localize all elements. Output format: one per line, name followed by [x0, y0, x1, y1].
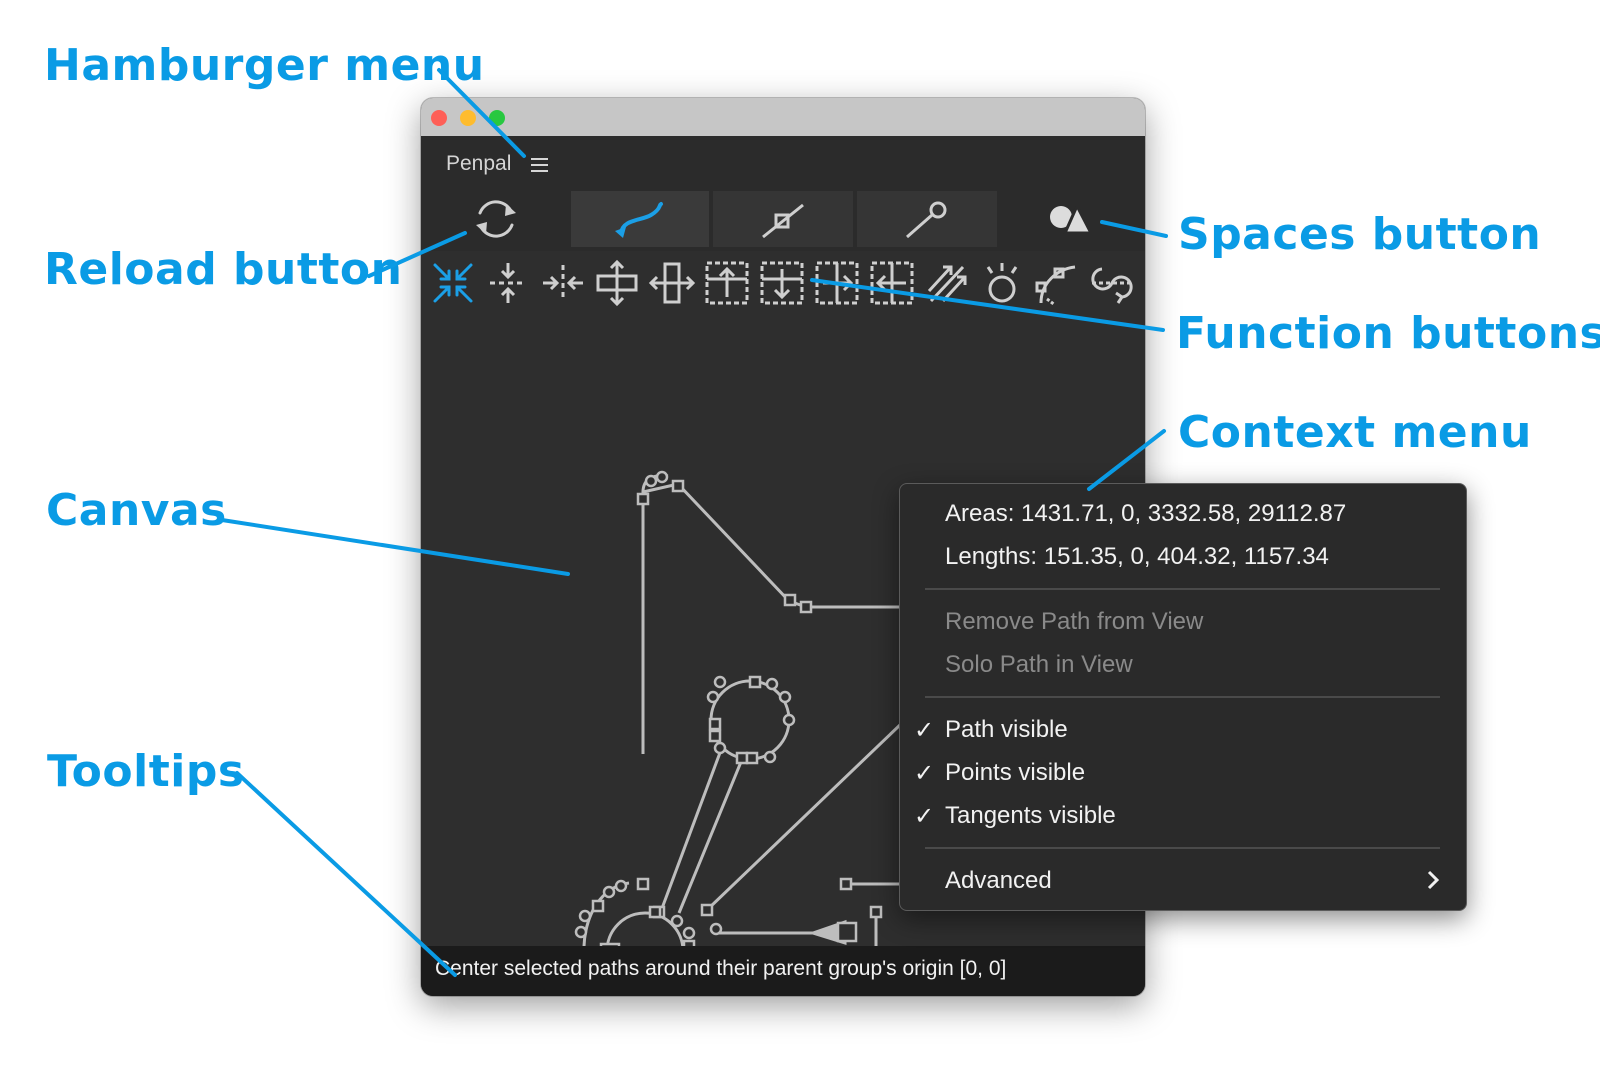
tab-pin[interactable]: [857, 191, 997, 247]
callout-function-buttons: Function buttons: [1176, 308, 1600, 359]
close-window-button[interactable]: [431, 110, 447, 126]
tab-row: [421, 191, 1145, 251]
align-left-icon[interactable]: [868, 259, 916, 307]
remove-path-item[interactable]: Remove Path from View: [945, 608, 1204, 635]
tangent-icon: [762, 203, 804, 239]
callout-hamburger-menu: Hamburger menu: [44, 40, 485, 91]
callout-canvas: Canvas: [46, 485, 227, 536]
zoom-window-button[interactable]: [489, 110, 505, 126]
areas-readout: Areas: 1431.71, 0, 3332.58, 29112.87: [945, 500, 1347, 527]
tab-tangent[interactable]: [713, 191, 853, 247]
center-compress-icon[interactable]: [429, 259, 477, 307]
align-right-icon[interactable]: [813, 259, 861, 307]
menu-separator: [925, 588, 1440, 590]
tooltip-bar: Center selected paths around their paren…: [421, 946, 1145, 996]
minimize-window-button[interactable]: [460, 110, 476, 126]
reload-icon: [476, 200, 516, 238]
function-buttons-row: [421, 251, 1145, 329]
collapse-vertical-icon[interactable]: [484, 259, 532, 307]
callout-context-menu: Context menu: [1178, 407, 1532, 458]
tangents-visible-item[interactable]: Tangents visible: [945, 802, 1116, 829]
curve-path-icon: [615, 202, 663, 238]
point-rotate-icon[interactable]: [978, 259, 1026, 307]
title-bar: [421, 98, 1145, 136]
chevron-right-icon: [1427, 870, 1440, 890]
spaces-button[interactable]: [1039, 191, 1101, 247]
collapse-horizontal-icon[interactable]: [539, 259, 587, 307]
path-visible-item[interactable]: Path visible: [945, 716, 1068, 743]
reload-button[interactable]: [461, 191, 531, 247]
pin-icon: [906, 201, 947, 239]
align-bottom-icon[interactable]: [758, 259, 806, 307]
advanced-item[interactable]: Advanced: [945, 867, 1052, 894]
callout-reload-button: Reload button: [44, 244, 403, 295]
context-menu: Areas: 1431.71, 0, 3332.58, 29112.87 Len…: [899, 483, 1467, 911]
path-visible-check-icon: ✓: [914, 717, 935, 744]
menu-separator: [925, 847, 1440, 849]
curve-smooth-icon[interactable]: [1033, 259, 1081, 307]
tangent-arrows-icon[interactable]: [923, 259, 971, 307]
panel-title: Penpal: [446, 152, 512, 175]
tab-curve[interactable]: [571, 191, 709, 247]
move-horizontal-icon[interactable]: [648, 259, 696, 307]
align-top-icon[interactable]: [703, 259, 751, 307]
callout-spaces-button: Spaces button: [1178, 209, 1542, 260]
solo-path-item[interactable]: Solo Path in View: [945, 651, 1133, 678]
lengths-readout: Lengths: 151.35, 0, 404.32, 1157.34: [945, 543, 1329, 570]
spaces-shapes-icon: [1050, 202, 1094, 235]
points-visible-item[interactable]: Points visible: [945, 759, 1086, 786]
panel-header: Penpal: [421, 136, 1145, 191]
path-reverse-icon[interactable]: [1088, 259, 1136, 307]
points-visible-check-icon: ✓: [914, 760, 935, 787]
hamburger-menu-icon[interactable]: [531, 158, 548, 172]
move-vertical-icon[interactable]: [593, 259, 641, 307]
canvas[interactable]: [421, 329, 1145, 946]
callout-tooltips: Tooltips: [47, 746, 245, 797]
tangents-visible-check-icon: ✓: [914, 803, 935, 830]
menu-separator: [925, 696, 1440, 698]
